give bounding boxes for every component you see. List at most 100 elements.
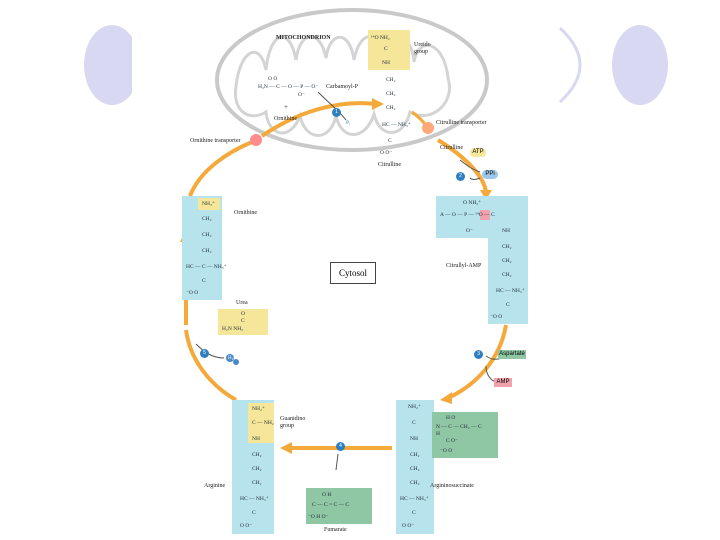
plus-sign: + xyxy=(284,103,288,111)
succ-mid: N — C — CH₂ — C xyxy=(436,424,482,430)
citrulline-ch2-2: CH₂ xyxy=(386,91,396,97)
urea-box xyxy=(218,309,268,335)
citrullyl-nh: NH xyxy=(502,228,510,234)
citrullyl-amp-chain-box xyxy=(488,196,528,324)
ureido-nh: NH xyxy=(382,60,390,66)
decor-header-band xyxy=(132,22,572,110)
step-2-circle: 2 xyxy=(456,172,465,181)
step-5-circle: 5 xyxy=(200,349,209,358)
argsucc-ch2-2: CH₂ xyxy=(410,466,420,472)
water-label: H₂O xyxy=(228,356,237,361)
fumarate-box xyxy=(306,488,372,524)
arginine-ch2-1: CH₂ xyxy=(252,452,262,458)
citrullyl-ch2-2: CH₂ xyxy=(502,258,512,264)
citrulline-alpha: HC — NH₃⁺ xyxy=(382,122,411,128)
ornithine-nh3: NH₃⁺ xyxy=(202,201,215,207)
argsucc-c: C xyxy=(412,420,416,426)
fumarate-label: Fumarate xyxy=(324,527,347,533)
ornithine-alpha: HC — C — NH₃⁺ xyxy=(186,264,227,270)
step-1-circle: 1 xyxy=(332,108,341,117)
carbamoyl-o-top: O O xyxy=(268,76,278,82)
arrowhead-citrullyl-amp xyxy=(480,190,492,200)
arginine-c-nh2: C — NH₂ xyxy=(252,420,274,426)
arginine-nh: NH xyxy=(252,436,260,442)
arginine-label: Arginine xyxy=(204,483,226,489)
citrulline-carboxyl-c: C xyxy=(388,138,392,144)
arginine-carboxyl-c: C xyxy=(252,510,256,516)
carbamoyl-p-label: Carbamoyl-P xyxy=(326,84,358,90)
ornithine-amine-highlight xyxy=(198,198,220,210)
citrullyl-alpha: HC — NH₃⁺ xyxy=(496,288,525,294)
aspartate-badge: Aspartate xyxy=(498,350,526,359)
citrulline-ch2-3: CH₂ xyxy=(386,105,396,111)
citrullyl-carboxyl-o: ⁻O O xyxy=(490,314,503,320)
guanidino-group-label: Guanidino group xyxy=(280,416,306,429)
urea-c: C xyxy=(241,318,245,324)
side-arrow-fumarate xyxy=(335,453,339,471)
arginine-ch2-3: CH₂ xyxy=(252,480,262,486)
arginine-alpha: HC — NH₃⁺ xyxy=(240,496,269,502)
argsucc-nh2: NH₂⁺ xyxy=(408,404,421,410)
arrowhead-arginine xyxy=(280,442,292,454)
arrow-to-citrullyl-amp xyxy=(436,138,488,193)
citrullyl-mid: A — O — P — ¹⁴O — C xyxy=(440,212,495,218)
ureido-c: C xyxy=(384,46,388,52)
ornithine-transporter-label: Ornithine transporter xyxy=(190,138,241,144)
succinyl-highlight xyxy=(432,412,498,458)
guanidino-highlight xyxy=(248,403,274,443)
decor-bullet-left xyxy=(84,25,140,105)
argsucc-carboxyl-o: O O⁻ xyxy=(402,523,415,529)
ornithine-top-label: Ornithine xyxy=(274,116,297,122)
citrullyl-o: O⁻ xyxy=(466,228,473,234)
citrullyl-ch2-1: CH₂ xyxy=(502,244,512,250)
argsucc-nh: NH xyxy=(410,436,418,442)
ornithine-ch2-2: CH₂ xyxy=(202,232,212,238)
ornithine-left-label: Ornithine xyxy=(234,210,257,216)
arrow-to-argininosuccinate xyxy=(447,324,508,400)
citrulline-top-label: Citrulline xyxy=(378,162,401,168)
citrullyl-amp-label: Citrullyl-AMP xyxy=(446,263,482,269)
ureido-box xyxy=(368,30,410,70)
side-arrow-h2o xyxy=(195,343,225,359)
urea-label: Urea xyxy=(236,300,248,306)
citrulline-cytosol-label: Citrulline xyxy=(440,145,463,151)
ureido-group-label: Ureido group xyxy=(414,42,431,55)
decor-bullet-right xyxy=(612,25,668,105)
arrowhead-argininosuccinate xyxy=(440,392,452,404)
citrulline-ch2-1: CH₂ xyxy=(386,77,396,83)
fumarate-top: O H xyxy=(322,492,332,498)
citrulline-transporter-label: Citrulline transporter xyxy=(436,120,487,126)
mitochondrion-label: MITOCHONDRION xyxy=(276,35,331,41)
succ-o: ⁻O O xyxy=(440,448,453,454)
side-arrow-pi xyxy=(317,91,347,121)
citrullyl-ch2-3: CH₂ xyxy=(502,272,512,278)
side-arrow-ppi xyxy=(469,177,481,180)
argsucc-carboxyl-c: C xyxy=(412,510,416,516)
carbamoyl-formula: H₂N — C — O — P — O⁻ xyxy=(258,84,319,90)
ornithine-ch2-1: CH₂ xyxy=(202,216,212,222)
ornithine-carboxyl-o: ⁻O O xyxy=(186,290,199,296)
water-molecule-icon xyxy=(226,354,234,362)
side-arrow-atp xyxy=(459,159,481,173)
amp-badge: AMP xyxy=(494,378,512,387)
arrow-ornithine-to-citrulline xyxy=(260,101,377,138)
phosphate-pi: Pᵢ xyxy=(346,120,350,126)
decor-arc xyxy=(558,26,582,104)
argsucc-ch2-1: CH₂ xyxy=(410,452,420,458)
arginine-ch2-2: CH₂ xyxy=(252,466,262,472)
urea-formula: H₂N NH₂ xyxy=(222,326,244,332)
citrulline-carboxyl-o: O O⁻ xyxy=(380,150,393,156)
citrulline-transporter-icon xyxy=(422,122,434,134)
ornithine-carboxyl-c: C xyxy=(202,278,206,284)
argsucc-ch2-3: CH₂ xyxy=(410,480,420,486)
argininosuccinate-label: Argininosuccinate xyxy=(430,483,474,489)
argsucc-alpha: HC — NH₃⁺ xyxy=(400,496,429,502)
ornithine-left-box xyxy=(182,196,222,300)
ppi-badge: PPi xyxy=(482,170,498,179)
carbamoyl-o-bot: O⁻ xyxy=(298,92,305,98)
arrowhead-citrulline xyxy=(372,98,384,110)
urea-o: O xyxy=(241,311,245,317)
arginine-nh2-top: NH₂⁺ xyxy=(252,406,265,412)
step-3-circle: 3 xyxy=(474,350,483,359)
